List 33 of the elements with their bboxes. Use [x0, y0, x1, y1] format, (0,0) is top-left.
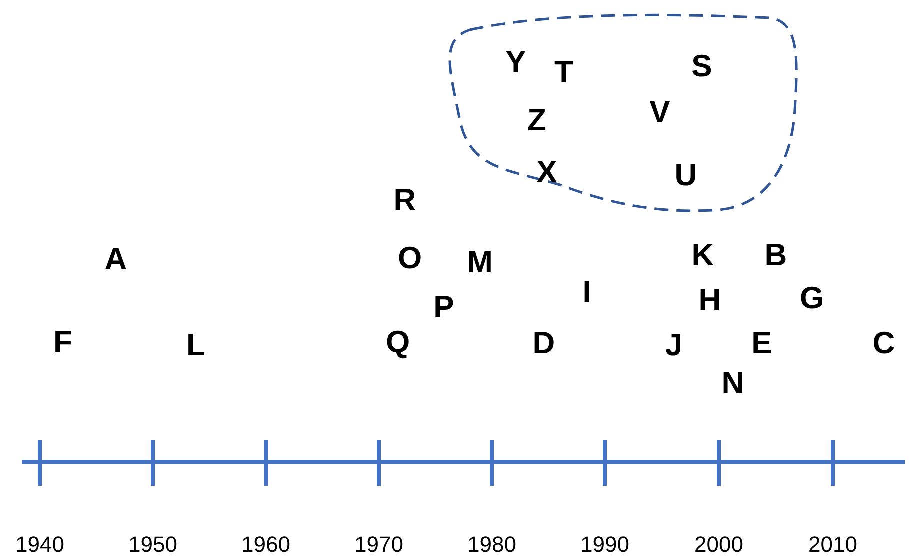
letter-label: E [752, 328, 772, 358]
year-label: 1990 [580, 534, 630, 556]
year-label: 1970 [354, 534, 404, 556]
letter-label: C [872, 328, 896, 358]
year-label: 1940 [16, 534, 64, 556]
year-label: 1980 [468, 534, 516, 556]
letter-label: N [722, 368, 744, 398]
year-label: 2010 [808, 534, 858, 556]
letter-label: D [532, 328, 556, 358]
letter-label: S [692, 50, 712, 82]
letter-label: R [394, 184, 416, 216]
year-label: 2000 [694, 534, 744, 556]
letter-label: T [554, 56, 574, 88]
year-label: 1960 [242, 534, 290, 556]
letter-label: G [800, 282, 824, 314]
letter-label: Z [528, 104, 546, 136]
letter-label: L [186, 330, 206, 360]
year-label: 1950 [128, 534, 178, 556]
letter-label: U [674, 160, 698, 190]
letter-label: J [665, 330, 683, 360]
letter-label: F [54, 326, 72, 358]
letter-label: I [582, 276, 592, 308]
letter-label: X [536, 156, 558, 188]
letter-label: O [398, 242, 422, 274]
letter-label: K [692, 240, 714, 270]
letter-label: M [467, 246, 493, 278]
letter-label: B [764, 240, 788, 270]
letter-label: P [434, 292, 454, 322]
letter-label: V [650, 96, 670, 128]
letter-label: Y [506, 46, 526, 78]
letter-label: Q [386, 326, 410, 358]
letter-label: A [104, 244, 128, 274]
letter-label: H [698, 284, 722, 316]
